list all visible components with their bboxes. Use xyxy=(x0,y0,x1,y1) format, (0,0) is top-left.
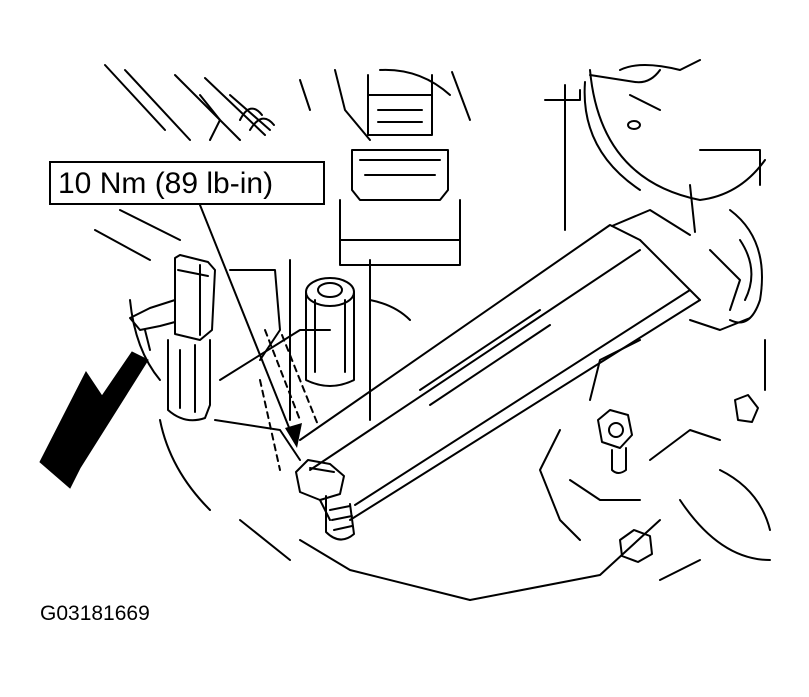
direction-arrow xyxy=(39,351,149,489)
mounting-bracket xyxy=(214,209,701,521)
figure-id-label: G03181669 xyxy=(40,602,150,625)
pulley-housing xyxy=(544,59,766,391)
callout-leader xyxy=(199,204,319,471)
torque-specification-label: 10 Nm (89 lb-in) xyxy=(58,167,274,200)
torque-callout-box xyxy=(49,161,325,205)
fuel-line-fitting xyxy=(339,74,461,266)
socket-head-bolt xyxy=(229,259,411,421)
lower-right-bolts xyxy=(539,339,771,581)
sensor-connector xyxy=(129,254,216,422)
leader-arrowhead xyxy=(285,423,302,448)
engine-background-lines xyxy=(94,64,771,601)
torqued-bolt xyxy=(295,459,355,541)
